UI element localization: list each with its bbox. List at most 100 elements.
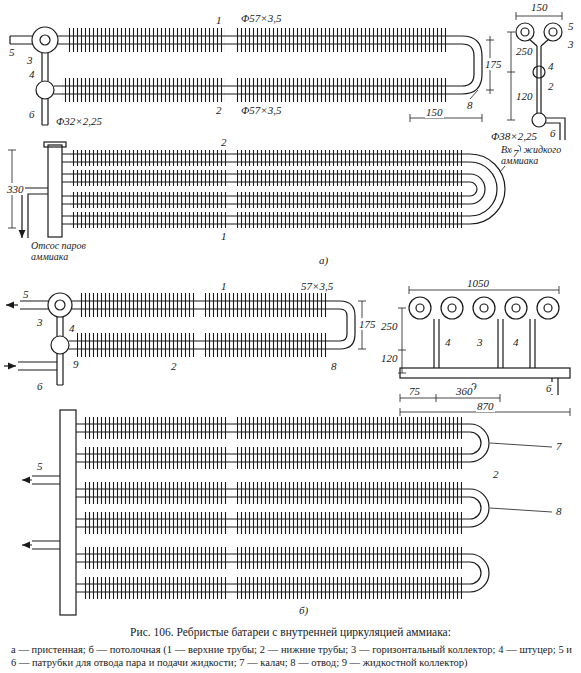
dimension-label: 250	[380, 320, 399, 332]
callout-number: 7	[555, 440, 563, 452]
callout-number: 8	[466, 99, 474, 111]
pipe-wall	[62, 153, 470, 154]
dimension-label: Φ57×3,5	[240, 104, 283, 116]
pipe-wall	[62, 181, 470, 182]
pipe-wall	[62, 223, 470, 224]
dimension-label: Φ32×2,25	[55, 115, 103, 127]
pipe-wall	[76, 431, 470, 432]
dimension-label: 120	[380, 352, 399, 364]
fins	[77, 333, 195, 357]
dimension-label: Φ38×2,25	[490, 130, 538, 142]
pipe-wall	[76, 591, 470, 592]
fins	[84, 447, 227, 469]
pipe-wall	[62, 161, 470, 162]
callout-number: 9	[72, 358, 80, 370]
callout-number: 6	[549, 127, 557, 139]
callout-number: 7	[512, 147, 520, 159]
dimension-label: 250	[515, 45, 534, 57]
pipe-wall	[58, 35, 455, 36]
callout-number: 8	[330, 360, 338, 372]
callout-number: 6	[36, 380, 44, 392]
fins	[237, 170, 462, 186]
note: Отсос паров аммиака	[30, 240, 122, 262]
pipe-wall	[76, 488, 470, 489]
pipe-wall	[54, 85, 455, 86]
callout-number: 4	[512, 336, 520, 348]
dimension-label: 870	[476, 400, 495, 412]
callout-number: 6	[545, 382, 553, 394]
fins	[237, 417, 462, 439]
fins	[237, 192, 462, 208]
pipe-wall	[72, 308, 335, 309]
dimension-label: 120	[515, 90, 534, 102]
fins	[62, 78, 225, 102]
dimension-label: 150	[425, 106, 444, 118]
callout-number: 3	[36, 316, 44, 328]
callout-number: 2	[215, 104, 223, 116]
pipe-wall	[76, 526, 470, 527]
dimension-label: Φ57×3,5	[240, 12, 283, 24]
callout-number: 4	[28, 68, 36, 80]
fins	[84, 547, 227, 569]
pipe-wall	[62, 203, 470, 204]
dimension-label: 57×3,5	[300, 280, 334, 292]
fins	[237, 577, 462, 599]
fins	[205, 293, 327, 317]
pipe-wall	[76, 553, 470, 554]
callout-number: 2	[220, 136, 228, 148]
callout-number: 2	[492, 468, 500, 480]
pipe-wall	[62, 173, 470, 174]
callout-number: 4	[444, 336, 452, 348]
callout-number: а)	[318, 254, 329, 266]
callout-number: 2	[547, 80, 555, 92]
callout-number: 6	[28, 108, 36, 120]
fins	[237, 447, 462, 469]
callout-number: 4	[68, 322, 76, 334]
fins	[70, 212, 227, 228]
figure-caption: Рис. 106. Ребристые батареи с внутренней…	[8, 626, 573, 639]
pipe-wall	[72, 300, 335, 301]
callout-number: 5	[567, 20, 575, 32]
fins	[66, 28, 225, 52]
dimension-label: 150	[530, 1, 549, 13]
callout-number: б)	[298, 604, 309, 616]
pipe-wall	[69, 348, 335, 349]
fins	[205, 333, 327, 357]
pipe-wall	[76, 496, 470, 497]
pipe-wall	[69, 340, 335, 341]
callout-number: 5	[8, 46, 16, 58]
fins	[70, 170, 227, 186]
fins	[84, 417, 227, 439]
pipe-wall	[76, 561, 470, 562]
fins	[70, 150, 227, 166]
pipe-wall	[76, 461, 470, 462]
fins	[84, 482, 227, 504]
callout-number: 8	[555, 505, 563, 517]
callout-number: 1	[215, 14, 223, 26]
pipe-wall	[54, 93, 455, 94]
callout-number: 3	[26, 54, 34, 66]
pipe-wall	[76, 518, 470, 519]
note: а — пристенная; б — потолочная (1 — верх…	[10, 644, 573, 669]
dimension-label: 75	[408, 385, 421, 397]
pipe-wall	[58, 43, 455, 44]
fins	[80, 293, 195, 317]
dimension-label: 175	[484, 58, 503, 70]
fins	[237, 150, 462, 166]
pipe-wall	[62, 215, 470, 216]
callout-number: 3	[476, 336, 484, 348]
pipe-wall	[62, 195, 470, 196]
fins	[237, 512, 462, 534]
callout-number: 4	[547, 60, 555, 72]
fins	[237, 212, 462, 228]
callout-number: 5	[22, 288, 30, 300]
fins	[70, 192, 227, 208]
callout-number: 1	[220, 280, 228, 292]
fins	[235, 78, 447, 102]
fins	[235, 28, 447, 52]
dimension-label: 1050	[466, 277, 490, 289]
fins	[84, 577, 227, 599]
callout-number: 5	[36, 460, 44, 472]
